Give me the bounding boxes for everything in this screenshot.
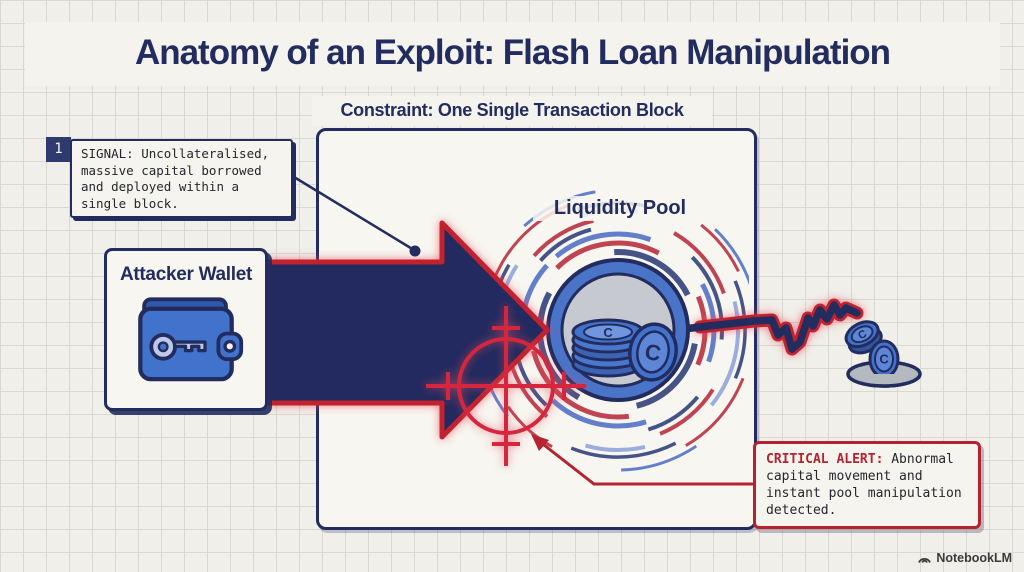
sinking-coin-icon: C: [868, 339, 900, 379]
watermark: NotebookLM: [917, 551, 1012, 565]
transaction-block-container: [316, 128, 757, 530]
coin-symbol: C: [879, 352, 889, 367]
critical-alert-label: CRITICAL ALERT:: [766, 452, 884, 467]
liquidity-pool-label: Liquidity Pool: [533, 196, 707, 221]
signal-note-text: SIGNAL: Uncollateralised, massive capita…: [81, 146, 270, 211]
falling-coin-icon: C: [844, 320, 883, 355]
notebooklm-logo-icon: [918, 557, 932, 563]
wallet-icon: [138, 297, 244, 382]
title-background-band: [25, 22, 1000, 86]
key-icon: [149, 333, 207, 361]
critical-alert-note: CRITICAL ALERT: Abnormal capital movemen…: [753, 441, 981, 529]
page-title: Anatomy of an Exploit: Flash Loan Manipu…: [134, 33, 891, 72]
subtitle-background-band: [312, 96, 712, 126]
critical-alert-text: Abnormal capital movement and instant po…: [766, 452, 962, 519]
drain-hole: C: [846, 339, 922, 388]
constraint-label: Constraint: One Single Transaction Block: [340, 100, 684, 120]
attacker-wallet-card: Attacker Wallet: [104, 248, 268, 411]
coin-symbol: C: [856, 328, 868, 342]
step-number-badge: 1: [46, 137, 71, 162]
watermark-text: NotebookLM: [936, 551, 1012, 565]
signal-note: SIGNAL: Uncollateralised, massive capita…: [70, 139, 293, 218]
attacker-wallet-label: Attacker Wallet: [119, 264, 253, 285]
